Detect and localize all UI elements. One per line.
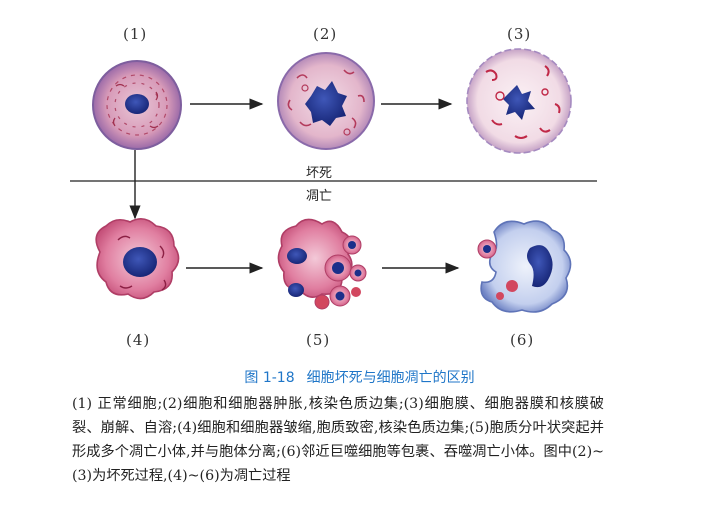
label-4: (4)	[126, 331, 151, 349]
lysed-cell	[466, 48, 572, 154]
figure-caption: 图 1-18 细胞坏死与细胞凋亡的区别	[0, 367, 719, 387]
figure-number: 图 1-18	[244, 370, 295, 386]
label-6: (6)	[510, 331, 535, 349]
apoptosis-label: 凋亡	[306, 189, 333, 204]
label-3: (3)	[507, 25, 532, 43]
figure-description: (1) 正常细胞;(2)细胞和细胞器肿胀,核染色质边集;(3)细胞膜、细胞器膜和…	[72, 396, 604, 484]
figure-title: 细胞坏死与细胞凋亡的区别	[306, 370, 475, 386]
necrosis-label: 坏死	[306, 166, 333, 181]
label-2: (2)	[313, 25, 338, 43]
macrophage-engulfing-cell	[477, 220, 572, 313]
normal-cell	[92, 60, 182, 150]
label-5: (5)	[306, 331, 331, 349]
label-1: (1)	[123, 25, 148, 43]
shrunken-cell	[95, 218, 180, 300]
diagram: (1) (2) (3) (4) (5) (6) 坏死 凋亡	[70, 25, 597, 349]
swollen-cell	[277, 52, 375, 150]
apoptotic-bodies-cell	[277, 218, 367, 310]
cell-death-illustration	[70, 48, 597, 313]
